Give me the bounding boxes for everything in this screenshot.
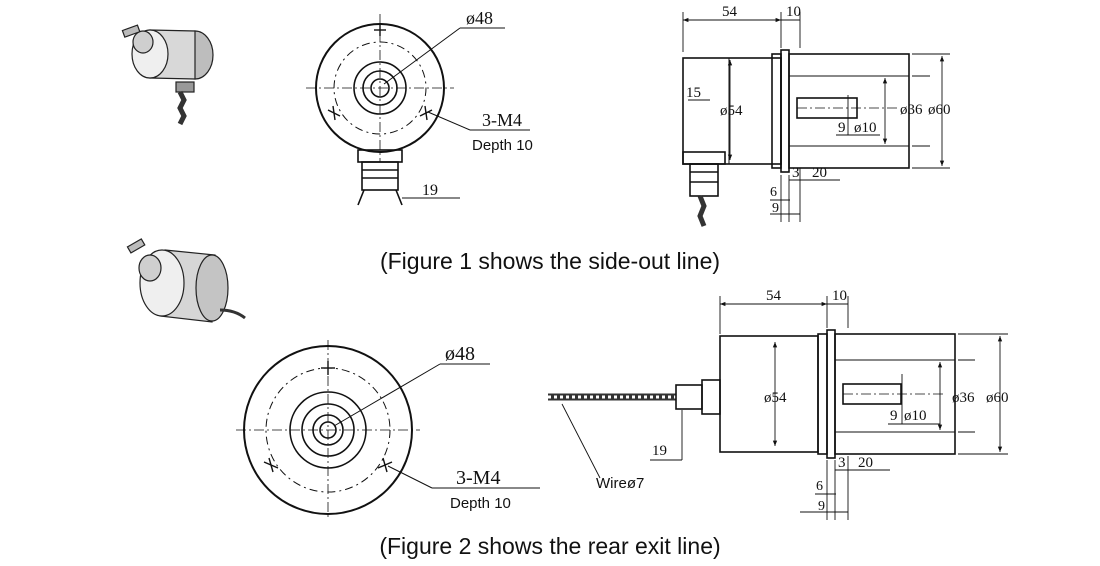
- fig1-side-dim-9: 9: [772, 201, 779, 216]
- fig2-side-dim-9: 9: [818, 499, 825, 514]
- fig1-side-shaft-len: 9: [838, 120, 846, 136]
- fig1-cable: [697, 195, 707, 227]
- fig2-side-step-3: 3: [838, 455, 846, 471]
- fig2-side-dim-6: 6: [816, 479, 823, 494]
- fig1-side-body-dia: ø54: [720, 103, 743, 119]
- fig2-side-body-len: 54: [766, 288, 782, 304]
- fig1-side-height-small: 15: [686, 85, 701, 101]
- fig2-side-cable-height: 19: [652, 443, 667, 459]
- fig2-side-flange-small: ø36: [952, 390, 975, 406]
- fig2-side-shaft-20: 20: [858, 455, 873, 471]
- fig2-front-holes-depth-label: Depth 10: [450, 495, 511, 512]
- fig2-side-shaft-dia: ø10: [904, 408, 927, 424]
- fig2-side-flange-dia: ø60: [986, 390, 1009, 406]
- fig1-front-diameter-label: ø48: [466, 8, 493, 28]
- figure1-caption: (Figure 1 shows the side-out line): [379, 248, 721, 274]
- fig1-side-dim-6: 6: [770, 185, 777, 200]
- fig1-side-shaft-20: 20: [812, 165, 827, 181]
- fig2-side-wire-label: Wireø7: [596, 475, 644, 492]
- fig1-side-view: [682, 12, 950, 222]
- fig2-front-holes-label: 3-M4: [456, 467, 500, 489]
- fig1-side-step-3: 3: [792, 165, 800, 181]
- fig2-front-view: [236, 340, 540, 520]
- fig1-front-cable-offset-label: 19: [422, 182, 438, 199]
- fig1-side-body-len: 54: [722, 4, 738, 20]
- fig2-side-view: [548, 296, 1008, 520]
- fig2-front-diameter-label: ø48: [445, 343, 475, 365]
- encoder-3d-icon-rear-exit: [126, 238, 246, 323]
- fig1-front-view: [306, 14, 530, 206]
- fig1-front-holes-label: 3-M4: [482, 110, 522, 130]
- fig2-side-body-dia: ø54: [764, 390, 787, 406]
- fig1-side-flange-dia: ø60: [928, 102, 951, 118]
- fig1-side-shaft-dia: ø10: [854, 120, 877, 136]
- fig2-side-flange-len: 10: [832, 288, 847, 304]
- fig1-front-holes-depth-label: Depth 10: [472, 137, 533, 154]
- fig2-side-shaft-len: 9: [890, 408, 898, 424]
- fig1-side-flange-len: 10: [786, 4, 801, 20]
- encoder-3d-icon-side-out: [121, 24, 214, 126]
- figure2-caption: (Figure 2 shows the rear exit line): [379, 533, 721, 559]
- fig1-side-flange-small: ø36: [900, 102, 923, 118]
